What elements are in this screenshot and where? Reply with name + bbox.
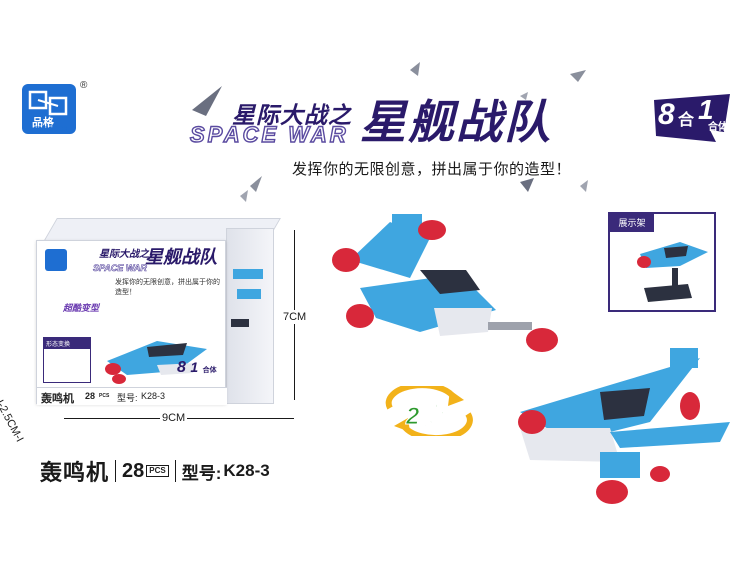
box-slogan: 发挥你的无限创意，拼出属于你的造型！ [115, 279, 220, 296]
spaceship-mode-two [518, 348, 730, 504]
spaceship-mode-one [332, 214, 558, 352]
eight-in-one-badge: 8 合 1 合体 [650, 92, 734, 144]
box-product-name: 轰鸣机 [41, 393, 74, 405]
box-badge-number: 8 [177, 359, 186, 376]
badge-bolt-icon [654, 94, 730, 142]
badge-one: 1 [698, 94, 714, 125]
box-side-art-icon [231, 269, 263, 327]
product-info-bar: 轰鸣机 28 PCS 型号: K28-3 [40, 454, 270, 488]
box-front-face: 星际大战之 星舰战队 SPACE WAR 发挥你的无限创意，拼出属于你的造型！ … [36, 240, 227, 405]
box-title-main: 星舰战队 [145, 247, 217, 267]
transform-count: 2变 [405, 403, 444, 431]
slogan: 发挥你的无限创意，拼出属于你的造型！ [292, 161, 572, 178]
badge-he: 合 [678, 112, 695, 129]
box-mode-label: 形态变换 [44, 338, 90, 349]
brand-name-cn: 品格 [32, 117, 54, 129]
box-brand-logo-icon [45, 249, 67, 271]
registered-mark: ® [80, 80, 88, 91]
product-box: 星际大战之 星舰战队 SPACE WAR 发挥你的无限创意，拼出属于你的造型！ … [36, 218, 281, 405]
info-divider [115, 460, 117, 482]
display-stand-label: 展示架 [610, 214, 654, 232]
stand-ship-icon [637, 242, 708, 302]
brand-logo: 品格 [22, 84, 76, 134]
box-badge-one: 1 [190, 359, 199, 375]
box-model-label: 型号: [117, 393, 138, 403]
brand-logo-mark-icon [28, 90, 68, 116]
badge-heti: 合体 [708, 122, 728, 133]
model-number: K28-3 [223, 461, 270, 480]
pieces-count: 28 [122, 459, 145, 482]
info-divider [174, 460, 176, 482]
model-label: 型号: [181, 463, 222, 483]
box-pcs-num: 28 [85, 391, 96, 401]
brand-name-en: mindbox [33, 123, 69, 133]
box-transform-label: 超酷变型 [63, 303, 100, 313]
badge-number: 8 [658, 98, 675, 131]
transform-count-badge: 2变 [384, 386, 474, 436]
box-badge: 8 1 合体 [177, 359, 223, 385]
title-english: SPACE WAR [189, 121, 349, 147]
cycle-arrows-icon [385, 386, 473, 436]
display-stand-inset: 展示架 [608, 212, 716, 312]
product-name: 轰鸣机 [40, 460, 110, 485]
page-title: 星舰战队 [360, 96, 552, 148]
box-title-english: SPACE WAR [93, 263, 147, 274]
box-model: K28-3 [141, 391, 166, 401]
box-ship-art-icon [105, 341, 207, 384]
box-title-prefix: 星际大战之 [99, 249, 149, 260]
title-prefix: 星际大战之 [232, 102, 352, 128]
pieces-unit: PCS [146, 465, 169, 477]
height-dimension: 7CM [283, 310, 307, 324]
box-badge-heti: 合体 [202, 367, 217, 374]
width-dimension: 9CM [160, 412, 188, 424]
box-info-bar: 轰鸣机 28 PCS 型号: K28-3 [37, 387, 227, 405]
box-pcs-unit: PCS [99, 393, 110, 399]
box-side-face [226, 228, 274, 404]
box-mode-inset: 形态变换 [43, 337, 91, 383]
